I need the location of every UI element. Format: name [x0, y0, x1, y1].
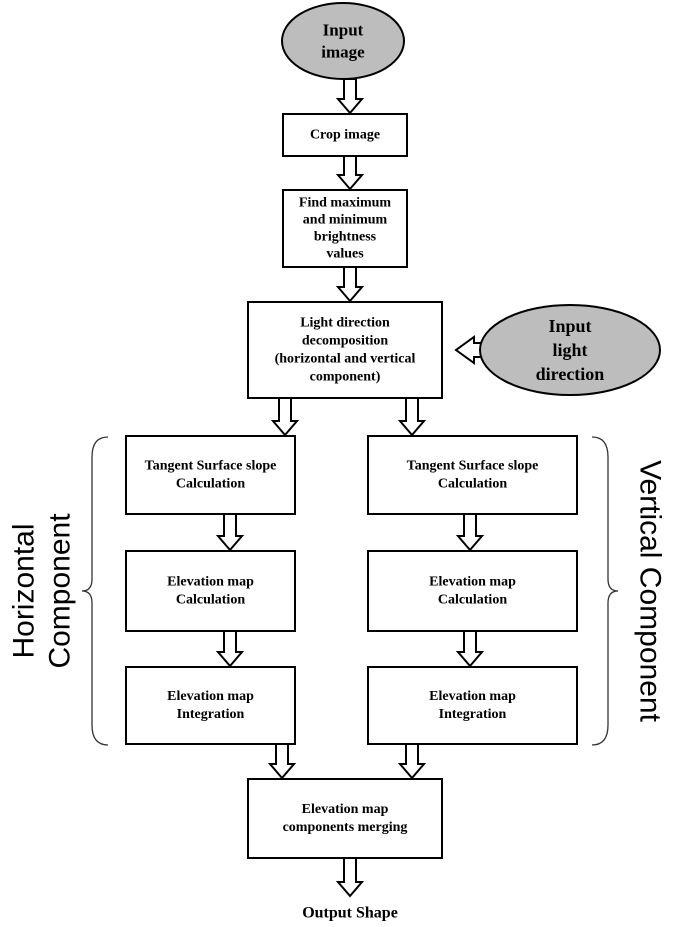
node-label-line: Integration — [177, 707, 245, 722]
node-label-line: Elevation map — [429, 689, 516, 704]
vertical-label-line: Vertical Component — [634, 460, 667, 722]
arrow-v-slope-to-calc — [455, 513, 485, 552]
node-label-line: Tangent Surface slope — [145, 459, 277, 474]
node-find-max-min: Find maximum and minimum brightness values — [282, 189, 408, 268]
node-merge: Elevation map components merging — [247, 778, 443, 859]
vertical-component-label: Vertical Component — [634, 460, 667, 722]
node-label-line: and minimum — [303, 213, 388, 228]
node-box-shape — [125, 435, 296, 515]
node-input-image: Input image — [281, 2, 405, 80]
node-label-line: Calculation — [438, 593, 507, 608]
node-label-line: Calculation — [176, 593, 245, 608]
node-light-decomp: Light direction decomposition (horizontal … — [247, 301, 443, 399]
node-label-line: decomposition — [302, 334, 389, 349]
node-label-line: Calculation — [438, 477, 507, 492]
node-crop-image: Crop image — [282, 113, 408, 157]
node-label-line: brightness — [314, 230, 377, 245]
node-box-shape — [282, 113, 408, 157]
node-label-line: component) — [310, 370, 381, 385]
node-label-line: image — [321, 43, 365, 62]
node-label-line: direction — [536, 364, 605, 384]
horizontal-label-line: Component — [44, 513, 77, 669]
node-label-line: Tangent Surface slope — [407, 459, 539, 474]
arrow-light-to-decomp — [454, 335, 482, 365]
arrow-h-calc-to-integ — [215, 630, 245, 668]
arrow-decomp-to-h-slope — [270, 397, 300, 437]
node-label-line: Integration — [439, 707, 507, 722]
node-box-shape — [367, 666, 578, 745]
arrow-decomp-to-v-slope — [397, 397, 427, 437]
node-box-shape — [125, 666, 296, 745]
arrow-h-integ-to-merge — [267, 743, 297, 780]
node-box-shape — [247, 301, 443, 399]
horizontal-group-brace — [81, 436, 109, 746]
node-box-shape — [282, 189, 408, 268]
node-label-line: Elevation map — [429, 575, 516, 590]
node-label-line: Find maximum — [299, 196, 392, 211]
node-label-line: Elevation map — [167, 689, 254, 704]
node-label-line: Input — [323, 21, 364, 40]
group-brackets — [81, 436, 619, 746]
node-box-shape — [247, 778, 443, 859]
node-label-line: values — [326, 247, 364, 262]
arrow-v-calc-to-integ — [455, 630, 485, 668]
arrow-h-slope-to-calc — [215, 513, 245, 552]
arrow-input-to-crop — [335, 78, 365, 115]
arrow-v-integ-to-merge — [397, 743, 427, 780]
output-shape-label: Output Shape — [302, 905, 398, 922]
node-label-line: Input — [548, 316, 591, 336]
node-label-line: components merging — [283, 820, 408, 835]
arrow-crop-to-find — [335, 155, 365, 191]
vertical-group-brace — [591, 436, 619, 746]
node-label-line: (horizontal and vertical — [275, 352, 416, 367]
node-label-line: light — [552, 340, 587, 360]
node-oval-shape — [281, 2, 405, 80]
node-input-light: Input light direction — [479, 304, 661, 396]
node-oval-shape — [479, 304, 661, 396]
node-box-shape — [125, 550, 296, 632]
node-box-shape — [367, 550, 578, 632]
node-label-line: Elevation map — [167, 575, 254, 590]
node-label-line: Light direction — [300, 316, 390, 331]
node-label-line: Crop image — [310, 128, 380, 143]
node-label-line: Elevation map — [302, 802, 389, 817]
arrow-find-to-decomp — [335, 266, 365, 303]
flow-arrows — [215, 78, 485, 898]
node-label-line: Calculation — [176, 477, 245, 492]
node-box-shape — [367, 435, 578, 515]
arrow-merge-to-output — [335, 857, 365, 898]
horizontal-label-line: Horizontal — [8, 523, 41, 658]
